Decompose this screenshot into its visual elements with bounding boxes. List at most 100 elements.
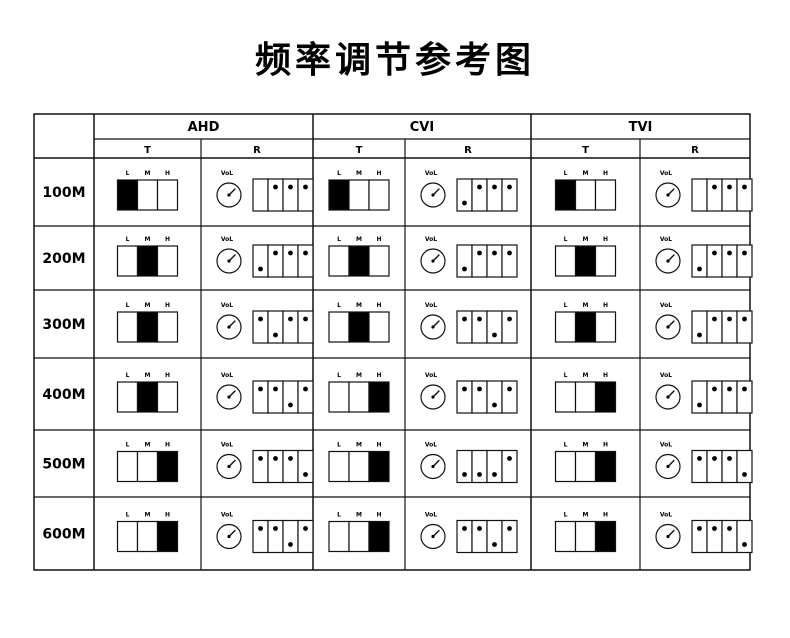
switch-label-h: H (165, 170, 170, 177)
switch-position (348, 381, 370, 413)
dip-switch-cell (456, 244, 473, 278)
vol-label: VoL (425, 170, 437, 177)
switch-position-selected (116, 179, 139, 211)
dip-dot-up (273, 526, 278, 531)
switch-position (594, 311, 617, 343)
dip-dot-down (697, 402, 702, 408)
dip-dot-up (712, 456, 717, 461)
sub-header-r: R (253, 145, 261, 156)
switch-label-l: L (126, 512, 130, 519)
switch-position-selected (554, 179, 577, 211)
switch-label-h: H (165, 302, 170, 309)
switch-label-l: L (564, 302, 568, 309)
switch-label-m: M (583, 236, 589, 243)
switch-position (328, 381, 350, 413)
dip-switch-cell (501, 380, 518, 414)
row-label-400m: 400M (42, 387, 85, 403)
vol-label: VoL (425, 442, 437, 449)
volume-dial-center (227, 259, 231, 263)
row-label-200m: 200M (42, 251, 85, 267)
dip-dot-up (462, 386, 467, 392)
dip-dot-down (742, 542, 747, 547)
dip-dot-up (727, 526, 732, 531)
dip-switch-cell (706, 310, 723, 344)
dip-dot-down (462, 472, 467, 477)
volume-dial-center (431, 395, 435, 399)
vol-label: VoL (660, 302, 672, 309)
switch-label-m: M (145, 236, 151, 243)
dip-dot-up (273, 386, 278, 392)
switch-label-l: L (126, 170, 130, 177)
dip-switch-cell (706, 449, 723, 484)
dip-switch-cell (691, 178, 708, 212)
dip-dot-up (258, 456, 263, 461)
vol-label: VoL (660, 170, 672, 177)
dip-dot-up (303, 184, 308, 190)
switch-position-selected (348, 245, 370, 277)
dip-dot-down (492, 402, 497, 408)
dip-switch-cell (706, 519, 723, 554)
dip-switch-cell (721, 244, 738, 278)
switch-position (116, 520, 139, 553)
dip-switch-cell (691, 310, 708, 344)
page-title: 频率调节参考图 (254, 40, 535, 81)
dip-switch-cell (486, 310, 503, 344)
dip-switch-cell (267, 244, 284, 278)
switch-label-m: M (583, 170, 589, 177)
dip-switch-cell (282, 244, 299, 278)
dip-dot-up (288, 456, 293, 461)
dip-dot-up (712, 250, 717, 256)
vol-label: VoL (221, 372, 233, 379)
dip-dot-up (477, 184, 482, 190)
switch-position (328, 450, 350, 483)
volume-dial-center (666, 325, 670, 329)
volume-dial-center (431, 193, 435, 197)
vol-label: VoL (425, 512, 437, 519)
dip-switch-cell (486, 380, 503, 414)
switch-position (156, 381, 179, 413)
sub-header-t: T (144, 145, 151, 156)
dip-dot-up (712, 526, 717, 531)
dip-dot-up (492, 184, 497, 190)
switch-label-m: M (583, 442, 589, 449)
switch-label-m: M (145, 512, 151, 519)
dip-switch-cell (736, 519, 753, 554)
switch-label-m: M (145, 302, 151, 309)
switch-label-m: M (356, 372, 362, 379)
dip-dot-up (742, 386, 747, 392)
switch-label-l: L (126, 372, 130, 379)
row-label-500m: 500M (42, 457, 85, 473)
switch-label-m: M (356, 512, 362, 519)
switch-position (328, 520, 350, 553)
dip-switch-cell (691, 519, 708, 554)
dip-switch-cell (721, 519, 738, 554)
switch-position (574, 381, 597, 413)
dip-dot-up (258, 316, 263, 322)
switch-position-selected (594, 381, 617, 413)
dip-dot-up (727, 184, 732, 190)
dip-switch-cell (456, 178, 473, 212)
switch-label-h: H (603, 512, 608, 519)
vol-label: VoL (425, 302, 437, 309)
vol-label: VoL (660, 512, 672, 519)
dip-switch-cell (736, 310, 753, 344)
dip-switch-cell (736, 178, 753, 212)
dip-switch-cell (297, 380, 314, 414)
dip-dot-down (288, 402, 293, 408)
volume-dial-center (431, 464, 435, 469)
dip-switch-cell (471, 380, 488, 414)
switch-label-h: H (603, 170, 608, 177)
dip-switch-cell (252, 244, 269, 278)
dip-switch-cell (501, 449, 518, 484)
dip-dot-up (507, 250, 512, 256)
switch-label-l: L (564, 442, 568, 449)
dip-switch-cell (297, 178, 314, 212)
switch-label-m: M (583, 372, 589, 379)
dip-switch-cell (736, 380, 753, 414)
dip-switch-cell (471, 178, 488, 212)
switch-position (136, 520, 159, 553)
dip-switch-cell (486, 519, 503, 554)
volume-dial-center (666, 259, 670, 263)
vol-label: VoL (425, 236, 437, 243)
dip-dot-up (303, 526, 308, 531)
